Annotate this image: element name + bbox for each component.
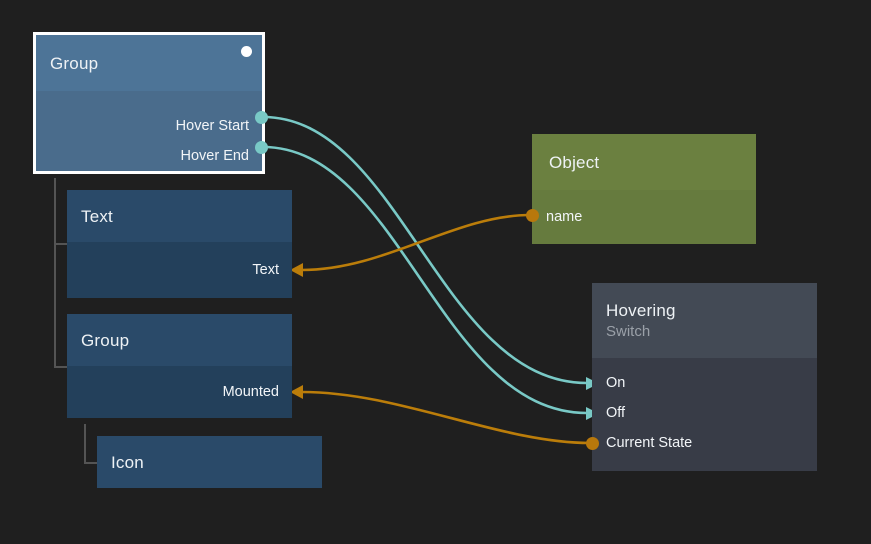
- port-on[interactable]: On: [606, 374, 625, 392]
- tree-guide-branch-text: [54, 243, 68, 245]
- node-group-child-header[interactable]: Group: [67, 314, 292, 366]
- node-object-title: Object: [549, 152, 600, 172]
- selection-indicator-dot: [241, 46, 252, 57]
- node-hovering-title: Hovering: [606, 301, 676, 320]
- node-group-root[interactable]: Group Hover Start Hover End: [33, 32, 265, 174]
- node-object-body: name: [532, 190, 756, 244]
- node-group-root-body: Hover Start Hover End: [36, 91, 262, 171]
- port-hover-end-label: Hover End: [180, 148, 249, 164]
- node-text-title: Text: [81, 206, 113, 226]
- port-current-state-label: Current State: [606, 435, 693, 451]
- port-hover-start[interactable]: Hover Start: [176, 117, 249, 135]
- node-icon[interactable]: Icon: [97, 436, 322, 488]
- port-off[interactable]: Off: [606, 404, 625, 422]
- port-current-state[interactable]: Current State: [606, 434, 692, 452]
- port-dot-name[interactable]: [526, 209, 539, 222]
- node-icon-title: Icon: [111, 452, 144, 472]
- port-on-label: On: [606, 375, 626, 391]
- tree-guide-vertical-main: [54, 178, 56, 368]
- node-hovering[interactable]: Hovering Switch On Off Current State: [592, 283, 817, 471]
- port-name-label: name: [546, 209, 583, 225]
- port-hover-end[interactable]: Hover End: [180, 147, 249, 165]
- node-group-child[interactable]: Group Mounted: [67, 314, 292, 418]
- node-text-body: Text: [67, 242, 292, 298]
- node-group-child-body: Mounted: [67, 366, 292, 418]
- node-text[interactable]: Text Text: [67, 190, 292, 298]
- port-dot-current-state[interactable]: [586, 437, 599, 450]
- edge-name-to-text: [301, 213, 531, 272]
- node-object-header[interactable]: Object: [532, 134, 756, 190]
- node-object[interactable]: Object name: [532, 134, 756, 244]
- port-mounted-label: Mounted: [222, 384, 279, 400]
- node-hovering-header[interactable]: Hovering Switch: [592, 283, 817, 358]
- node-group-child-title: Group: [81, 330, 130, 350]
- port-dot-hover-start[interactable]: [255, 111, 268, 124]
- port-off-label: Off: [606, 405, 626, 421]
- port-hover-start-label: Hover Start: [175, 118, 249, 134]
- node-group-root-header[interactable]: Group: [36, 35, 262, 91]
- tree-guide-branch-group: [54, 366, 68, 368]
- port-text-output-label: Text: [252, 262, 279, 278]
- node-group-root-title: Group: [50, 53, 99, 73]
- port-text-output[interactable]: Text: [252, 261, 279, 279]
- port-mounted[interactable]: Mounted: [223, 383, 279, 401]
- edge-current-state-to-mounted: [301, 390, 591, 445]
- port-name[interactable]: name: [546, 208, 582, 226]
- tree-guide-vertical-sub: [84, 424, 86, 464]
- node-icon-header[interactable]: Icon: [97, 436, 322, 488]
- node-hovering-subtitle: Switch: [606, 323, 651, 340]
- port-dot-hover-end[interactable]: [255, 141, 268, 154]
- node-hovering-body: On Off Current State: [592, 358, 817, 471]
- tree-guide-branch-icon: [84, 462, 98, 464]
- node-text-header[interactable]: Text: [67, 190, 292, 242]
